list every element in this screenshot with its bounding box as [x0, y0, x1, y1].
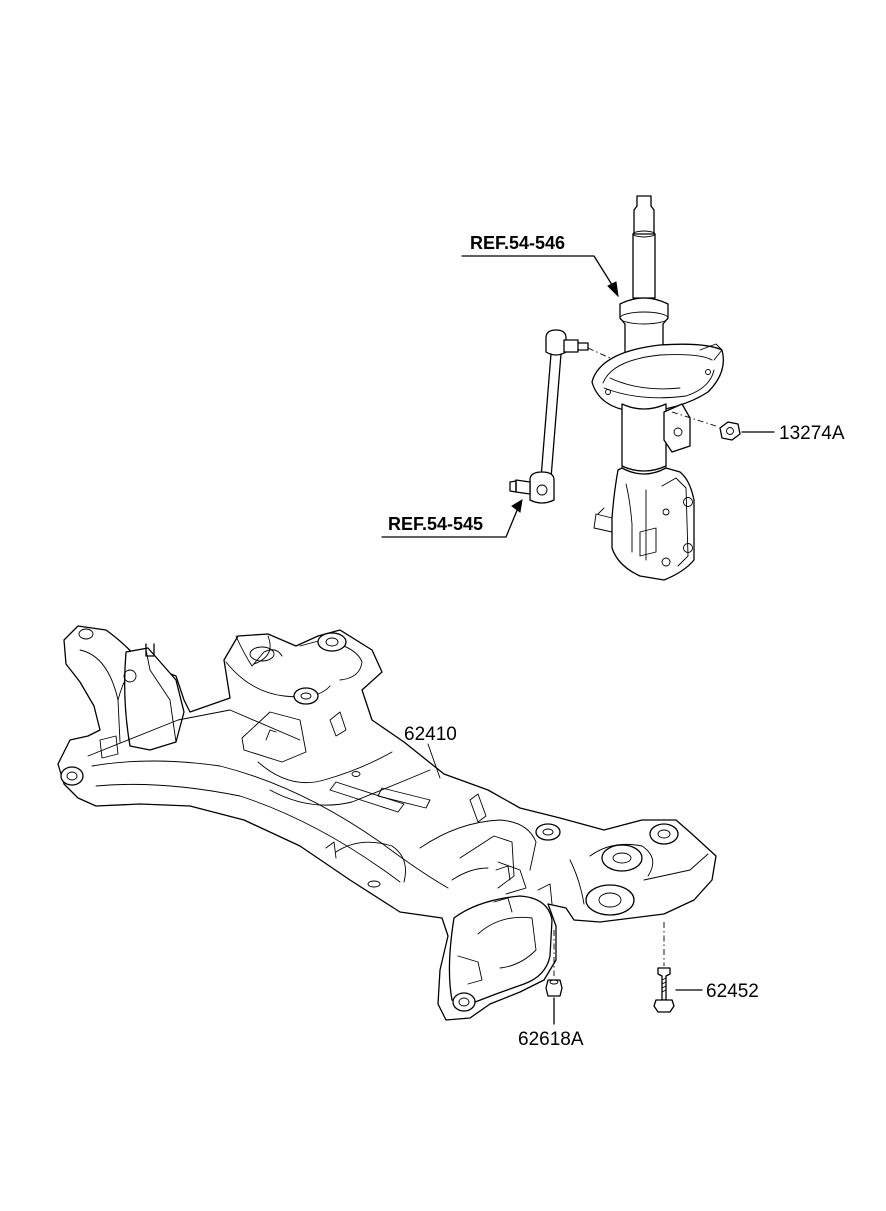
ref-strut-leader	[461, 255, 619, 298]
subframe-nut-62618A	[545, 930, 563, 1025]
link-center-line	[587, 347, 611, 359]
nut-62618A-label: 62618A	[518, 1029, 584, 1050]
ref-link-leader	[381, 499, 523, 538]
subframe-62410-label: 62410	[404, 724, 457, 745]
ref-strut-label: REF.54-546	[470, 233, 565, 253]
strut-assembly	[591, 195, 725, 581]
nut-13274A-label: 13274A	[779, 423, 845, 444]
subframe-crossmember	[57, 625, 717, 1021]
stabilizer-link	[509, 329, 589, 504]
ref-link-label: REF.54-545	[388, 514, 483, 534]
subframe-leader-line	[427, 743, 441, 779]
bolt-62452-label: 62452	[706, 981, 759, 1002]
strut-nut-13274A	[671, 411, 775, 441]
subframe-bolt-62452	[653, 922, 703, 1013]
